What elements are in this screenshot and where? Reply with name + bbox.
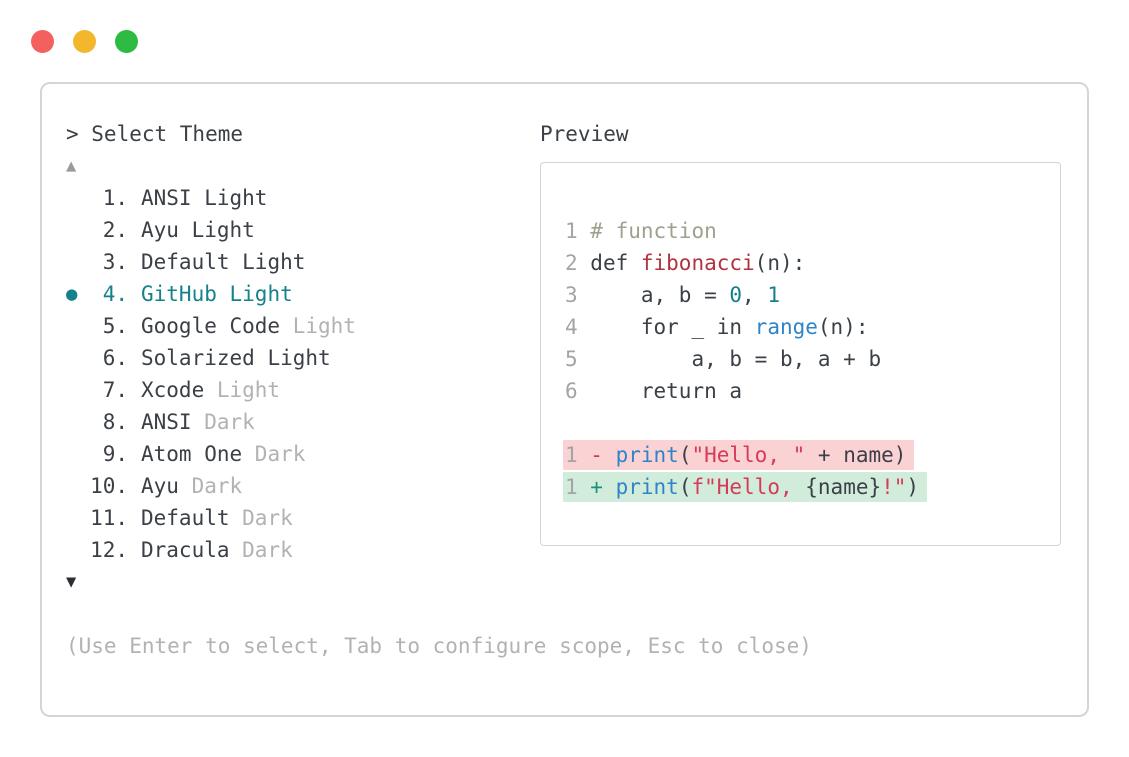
line-number: 4 <box>565 315 591 339</box>
code-line: 1 - print("Hello, " + name) <box>563 439 1042 471</box>
code-line: 4 for _ in range(n): <box>565 315 869 339</box>
theme-item-number: 2. <box>102 218 128 242</box>
theme-item-8[interactable]: 8. ANSI Dark <box>66 406 518 438</box>
theme-item-7[interactable]: 7. Xcode Light <box>66 374 518 406</box>
theme-item-9[interactable]: 9. Atom One Dark <box>66 438 518 470</box>
selected-bullet-icon <box>66 342 90 374</box>
code-line: 2 def fibonacci(n): <box>565 251 806 275</box>
line-number: 1 <box>565 475 591 499</box>
theme-item-label: Dracula Dark <box>141 538 293 562</box>
selected-bullet-icon <box>66 502 90 534</box>
theme-item-number: 11. <box>90 506 128 530</box>
theme-item-number: 9. <box>102 442 128 466</box>
code-line: 5 a, b = b, a + b <box>565 347 882 371</box>
theme-item-2[interactable]: 2. Ayu Light <box>66 214 518 246</box>
line-number: 5 <box>565 347 591 371</box>
selected-bullet-icon <box>66 310 90 342</box>
theme-item-label: Ayu Light <box>141 218 255 242</box>
theme-item-1[interactable]: 1. ANSI Light <box>66 182 518 214</box>
theme-item-label: Solarized Light <box>141 346 331 370</box>
theme-item-number: 3. <box>102 250 128 274</box>
theme-item-label: Xcode Light <box>141 378 281 402</box>
minimize-button-icon[interactable] <box>73 30 96 53</box>
selected-bullet-icon <box>66 246 90 278</box>
code-preview-box: 1 # function 2 def fibonacci(n): 3 a, b = … <box>540 162 1061 546</box>
theme-item-label: Default Dark <box>141 506 293 530</box>
theme-item-label: Atom One Dark <box>141 442 306 466</box>
theme-item-10[interactable]: 10. Ayu Dark <box>66 470 518 502</box>
line-number: 6 <box>565 379 591 403</box>
help-text: (Use Enter to select, Tab to configure s… <box>66 634 812 658</box>
code-line: 3 a, b = 0, 1 <box>565 283 780 307</box>
theme-item-number: 10. <box>90 474 128 498</box>
theme-item-12[interactable]: 12. Dracula Dark <box>66 534 518 566</box>
line-number: 2 <box>565 251 591 275</box>
scroll-up-icon[interactable]: ▲ <box>66 156 77 176</box>
theme-item-number: 8. <box>102 410 128 434</box>
preview-panel: Preview 1 # function 2 def fibonacci(n): 3… <box>540 118 1061 685</box>
theme-item-number: 1. <box>102 186 128 210</box>
theme-list: 1. ANSI Light 2. Ayu Light 3. Default Light ● 4… <box>66 182 518 566</box>
theme-item-11[interactable]: 11. Default Dark <box>66 502 518 534</box>
theme-item-number: 6. <box>102 346 128 370</box>
theme-list-panel: > Select Theme ▲ 1. ANSI Light 2. Ayu Light… <box>66 118 812 685</box>
theme-item-label: ANSI Light <box>141 186 268 210</box>
theme-item-label: Google Code Light <box>141 314 356 338</box>
theme-item-label: GitHub Light <box>141 282 293 306</box>
theme-item-number: 5. <box>102 314 128 338</box>
select-theme-title: > Select Theme <box>66 122 244 146</box>
code-block: 1 # function 2 def fibonacci(n): 3 a, b = … <box>563 215 1042 503</box>
theme-item-3[interactable]: 3. Default Light <box>66 246 518 278</box>
preview-title: Preview <box>540 122 629 146</box>
line-number: 1 <box>565 219 591 243</box>
close-button-icon[interactable] <box>31 30 54 53</box>
code-line: 1 + print(f"Hello, {name}!") <box>563 471 1042 503</box>
theme-item-4[interactable]: ● 4. GitHub Light <box>66 278 518 310</box>
zoom-button-icon[interactable] <box>115 30 138 53</box>
window-controls <box>31 30 138 53</box>
theme-item-label: Ayu Dark <box>141 474 243 498</box>
theme-selector-window: > Select Theme ▲ 1. ANSI Light 2. Ayu Light… <box>40 82 1089 717</box>
code-line: 1 # function <box>565 219 717 243</box>
theme-item-number: 12. <box>90 538 128 562</box>
selected-bullet-icon <box>66 406 90 438</box>
selected-bullet-icon <box>66 534 90 566</box>
selected-bullet-icon <box>66 182 90 214</box>
theme-item-5[interactable]: 5. Google Code Light <box>66 310 518 342</box>
selected-bullet-icon <box>66 214 90 246</box>
theme-item-label: Default Light <box>141 250 306 274</box>
code-line: 6 return a <box>565 379 743 403</box>
theme-item-number: 4. <box>102 282 128 306</box>
code-blank-line <box>563 407 1042 439</box>
selected-bullet-icon <box>66 438 90 470</box>
line-number: 3 <box>565 283 591 307</box>
selected-bullet-icon: ● <box>66 283 78 305</box>
theme-item-6[interactable]: 6. Solarized Light <box>66 342 518 374</box>
theme-item-label: ANSI Dark <box>141 410 255 434</box>
theme-item-number: 7. <box>102 378 128 402</box>
scroll-down-icon[interactable]: ▼ <box>66 572 77 592</box>
selected-bullet-icon <box>66 470 90 502</box>
line-number: 1 <box>565 443 591 467</box>
selected-bullet-icon <box>66 374 90 406</box>
